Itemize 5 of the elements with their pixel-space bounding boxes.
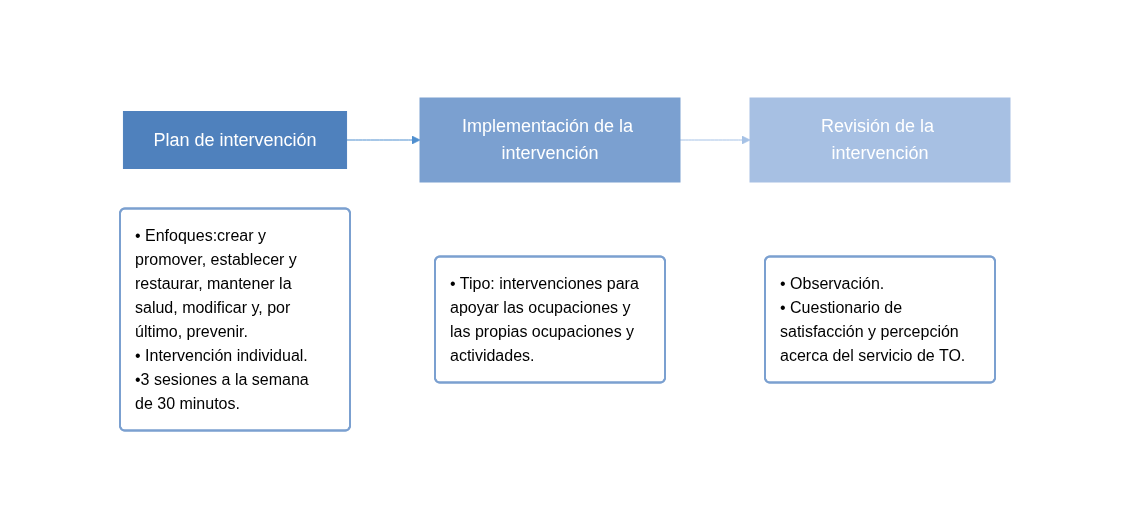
node-box: Implementación de la intervención [419,97,680,183]
node-box: Plan de intervención [122,110,347,169]
node-box: Revisión de la intervención [749,97,1010,183]
arrow [679,135,750,145]
arrow [345,135,420,145]
